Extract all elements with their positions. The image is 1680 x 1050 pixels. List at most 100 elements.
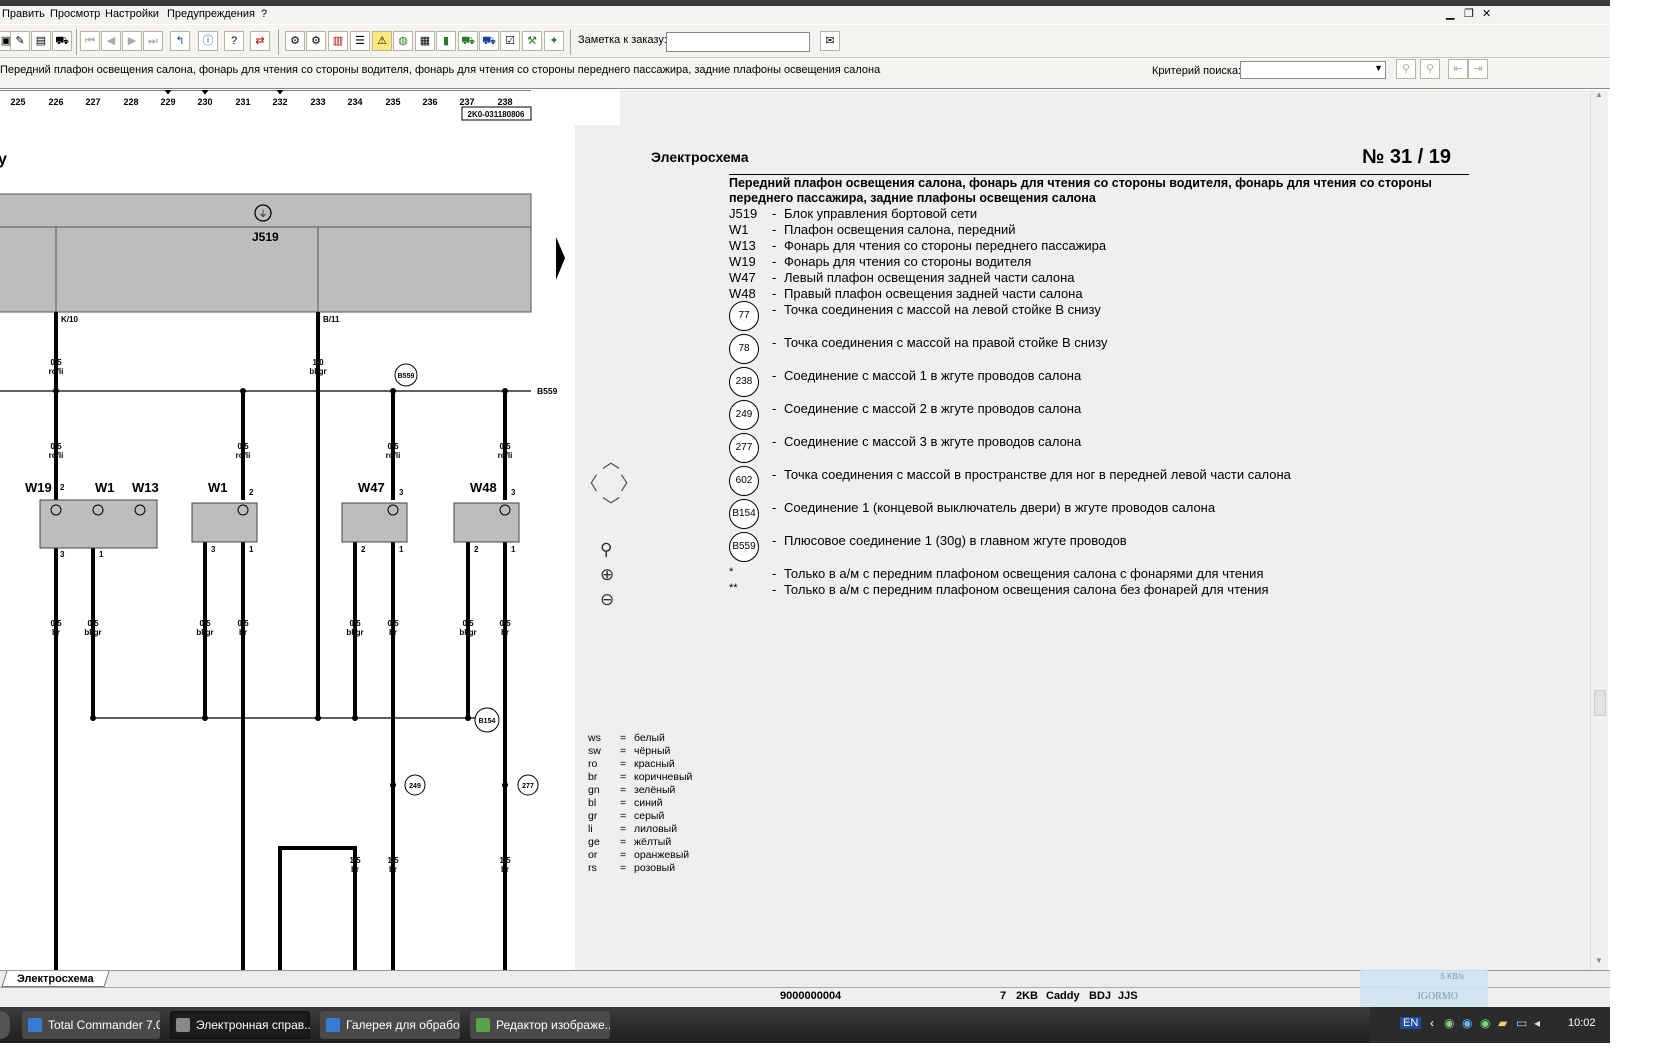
note-edit-icon[interactable]: ✉ xyxy=(820,31,840,51)
component-label: W48 xyxy=(470,480,497,495)
green-book-icon[interactable]: ▮ xyxy=(436,31,456,51)
scroll-thumb[interactable] xyxy=(1594,690,1606,716)
tray-expand-icon[interactable]: ‹ xyxy=(1430,1016,1434,1030)
wire-size: 0,5 xyxy=(387,442,399,451)
start-button[interactable] xyxy=(0,1011,10,1039)
restore-icon[interactable]: ❐ xyxy=(1464,8,1474,20)
language-indicator[interactable]: EN xyxy=(1400,1017,1422,1029)
taskbar-item-gallery[interactable]: Галерея для обрабо... xyxy=(320,1011,460,1039)
search-icon[interactable]: ⚲ xyxy=(1396,59,1416,79)
ruler-number: 225 xyxy=(10,97,25,107)
schematic-area[interactable]: 225 226 227 228 229 230 231 232 233 234 … xyxy=(0,90,620,970)
tray-network-icon[interactable]: ◉ xyxy=(1444,1016,1455,1030)
edit-icon[interactable]: ✎ xyxy=(10,31,30,51)
next-page-icon[interactable]: ▶ xyxy=(122,31,142,51)
component-w1[interactable] xyxy=(191,502,258,543)
order-note-input[interactable] xyxy=(666,32,810,52)
legend-note: Только в а/м с передним плафоном освещен… xyxy=(784,582,1269,597)
engine-icon[interactable]: ⚙ xyxy=(306,31,326,51)
back-icon[interactable]: ↰ xyxy=(170,31,190,51)
next-sheet-arrow-icon[interactable] xyxy=(556,237,565,280)
search-next-icon[interactable]: ⇥ xyxy=(1468,59,1488,79)
component-w48[interactable] xyxy=(453,502,520,543)
taskbar-item-image-editor[interactable]: Редактор изображе... xyxy=(470,1011,610,1039)
tray-monitor-icon[interactable]: ▭ xyxy=(1516,1016,1528,1030)
list-icon[interactable]: ☰ xyxy=(350,31,370,51)
component-label: W19 xyxy=(25,480,52,495)
ruler-number: 233 xyxy=(310,97,325,107)
speed-readout: 5 KB/s xyxy=(1440,972,1464,981)
book-icon[interactable]: ▥ xyxy=(328,31,348,51)
parts-icon[interactable]: ⚙ xyxy=(285,31,305,51)
car-blue-icon[interactable]: ⛟ xyxy=(479,31,499,51)
menu-warnings[interactable]: Предупреждения xyxy=(167,8,255,20)
search-clear-icon[interactable]: ⚲ xyxy=(1420,59,1440,79)
document-title: Передний плафон освещения салона, фонарь… xyxy=(0,64,881,76)
clock[interactable]: 10:02 xyxy=(1568,1017,1596,1029)
swap-icon[interactable]: ⇄ xyxy=(250,31,270,51)
legend-circle: 238 xyxy=(729,367,759,397)
color-abbr: rs xyxy=(588,862,597,874)
close-icon[interactable]: ✕ xyxy=(1482,8,1492,20)
wire-size: 0,5 xyxy=(499,619,511,628)
globe-icon[interactable]: ◍ xyxy=(393,31,413,51)
menu-help[interactable]: ? xyxy=(261,8,268,20)
pin-number: 3 xyxy=(399,488,404,497)
component-w47[interactable] xyxy=(341,502,408,543)
chevron-down-icon[interactable]: ▼ xyxy=(1374,63,1383,73)
pan-up-icon[interactable]: ︿ xyxy=(602,452,620,472)
vertical-scrollbar[interactable]: ▲ ▼ xyxy=(1590,90,1608,970)
status-cell: BDJ xyxy=(1089,990,1112,1002)
pan-down-icon[interactable]: ﹀ xyxy=(602,496,620,516)
search-prev-icon[interactable]: ⇤ xyxy=(1448,59,1468,79)
pan-left-icon[interactable]: 〈 xyxy=(580,474,598,494)
first-page-icon[interactable]: ⏮ xyxy=(80,31,100,51)
tab-schematic[interactable]: Электросхема xyxy=(1,971,110,987)
tray-skype-icon[interactable]: ◉ xyxy=(1462,1016,1473,1030)
car-icon[interactable]: ⛟ xyxy=(52,31,72,51)
prev-page-icon[interactable]: ◀ xyxy=(101,31,121,51)
diagram-heading: Электросхема xyxy=(651,149,749,165)
minimize-icon[interactable]: ▁ xyxy=(1446,8,1455,20)
warning-icon[interactable]: ⚠ xyxy=(372,31,392,51)
tray-folder-icon[interactable]: ▰ xyxy=(1498,1016,1508,1030)
zoom-icon[interactable]: ⚲ xyxy=(600,540,613,559)
pan-right-icon[interactable]: 〉 xyxy=(620,474,638,494)
ruler-number: 236 xyxy=(422,97,437,107)
scroll-down-icon[interactable]: ▼ xyxy=(1595,956,1603,965)
component-label: W1 xyxy=(95,480,115,495)
menu-edit[interactable]: Править xyxy=(2,8,45,20)
document-icon[interactable]: ▤ xyxy=(31,31,51,51)
menu-view[interactable]: Просмотр xyxy=(50,8,101,20)
legend-text: Фонарь для чтения со стороны водителя xyxy=(784,254,1032,269)
legend-circle: 277 xyxy=(729,433,759,463)
zoom-out-icon[interactable]: ⊖ xyxy=(600,590,615,609)
taskbar-item-total-commander[interactable]: Total Commander 7.0... xyxy=(22,1011,160,1039)
box-icon[interactable]: ▦ xyxy=(415,31,435,51)
component-label: W47 xyxy=(358,480,385,495)
component-w19-w1-w13[interactable] xyxy=(39,499,158,549)
scroll-up-icon[interactable]: ▲ xyxy=(1595,90,1603,99)
info-icon[interactable]: ⓘ xyxy=(198,31,218,51)
tray-shield-icon[interactable]: ◉ xyxy=(1480,1016,1491,1030)
zoom-in-icon[interactable]: ⊕ xyxy=(600,565,615,584)
taskbar-item-electronic-reference[interactable]: Электронная справ... xyxy=(170,1011,310,1039)
car-green-icon[interactable]: ⛟ xyxy=(458,31,478,51)
tray-volume-icon[interactable]: ◂ xyxy=(1534,1016,1541,1030)
network-widget: 5 KB/s IGORMO xyxy=(1360,970,1488,1008)
checklist-icon[interactable]: ☑ xyxy=(500,31,520,51)
order-note-label: Заметка к заказу: xyxy=(578,34,667,46)
menu-settings[interactable]: Настройки xyxy=(105,8,159,20)
last-page-icon[interactable]: ⏭ xyxy=(143,31,163,51)
help-icon[interactable]: ? xyxy=(224,31,244,51)
tools-icon[interactable]: ⚒ xyxy=(522,31,542,51)
hint-icon[interactable]: ✦ xyxy=(544,31,564,51)
legend-code: W48 xyxy=(729,286,756,301)
wire-color: ro/li xyxy=(49,451,64,460)
wire-size: 1,5 xyxy=(349,856,361,865)
search-criteria-label: Критерий поиска: xyxy=(1152,65,1242,77)
note-mark: ** xyxy=(729,582,738,594)
wire-size: 1,5 xyxy=(387,856,399,865)
search-criteria-select[interactable]: ▼ xyxy=(1240,61,1386,79)
wire-size: 1,0 xyxy=(312,358,324,367)
